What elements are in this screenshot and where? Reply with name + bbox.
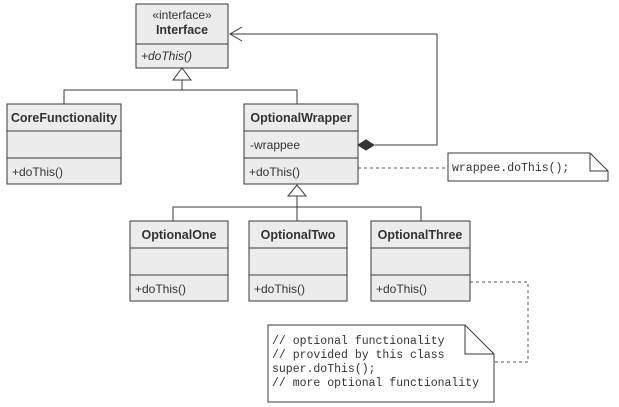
three-name: OptionalThree xyxy=(378,228,463,242)
two-name: OptionalTwo xyxy=(261,228,336,242)
note-wrapper[interactable]: wrappee.doThis(); xyxy=(447,152,609,182)
three-method: +doThis() xyxy=(376,282,427,296)
class-optional-one[interactable]: OptionalOne +doThis() xyxy=(129,220,229,302)
core-name: CoreFunctionality xyxy=(11,111,117,125)
generalization-core-wrapper xyxy=(63,80,298,104)
wrapper-attribute: -wrappee xyxy=(250,138,300,152)
aggregation-arrowhead xyxy=(229,26,243,42)
note-three-line-2: // provided by this class xyxy=(272,349,445,362)
note-three-line-1: // optional functionality xyxy=(272,335,445,348)
two-method: +doThis() xyxy=(254,282,305,296)
core-method: +doThis() xyxy=(12,165,63,179)
note-three-line-4: // more optional functionality xyxy=(272,377,479,390)
aggregation-diamond xyxy=(357,139,375,151)
class-optional-two[interactable]: OptionalTwo +doThis() xyxy=(248,220,348,302)
class-core-functionality[interactable]: CoreFunctionality +doThis() xyxy=(6,103,122,185)
class-optional-wrapper[interactable]: OptionalWrapper -wrappee +doThis() xyxy=(243,103,359,185)
wrapper-name: OptionalWrapper xyxy=(250,111,351,125)
note-wrapper-code: wrappee.doThis(); xyxy=(452,162,569,175)
aggregation-wrapper-interface xyxy=(230,33,438,146)
class-interface[interactable]: «interface» Interface +doThis() xyxy=(135,3,229,69)
note-optional-three[interactable]: // optional functionality // provided by… xyxy=(267,324,495,403)
one-name: OptionalOne xyxy=(142,228,217,242)
note-link-three xyxy=(470,281,529,363)
class-optional-three[interactable]: OptionalThree +doThis() xyxy=(370,220,471,302)
generalization-arrowhead-interface xyxy=(172,67,192,81)
interface-name: Interface xyxy=(156,23,208,37)
generalization-optionals xyxy=(172,196,422,221)
one-method: +doThis() xyxy=(135,282,186,296)
generalization-arrowhead-wrapper xyxy=(286,184,308,197)
interface-method: +doThis() xyxy=(141,49,192,63)
wrapper-method: +doThis() xyxy=(249,165,300,179)
note-three-line-3: super.doThis(); xyxy=(272,363,376,376)
interface-stereotype: «interface» xyxy=(152,8,212,22)
